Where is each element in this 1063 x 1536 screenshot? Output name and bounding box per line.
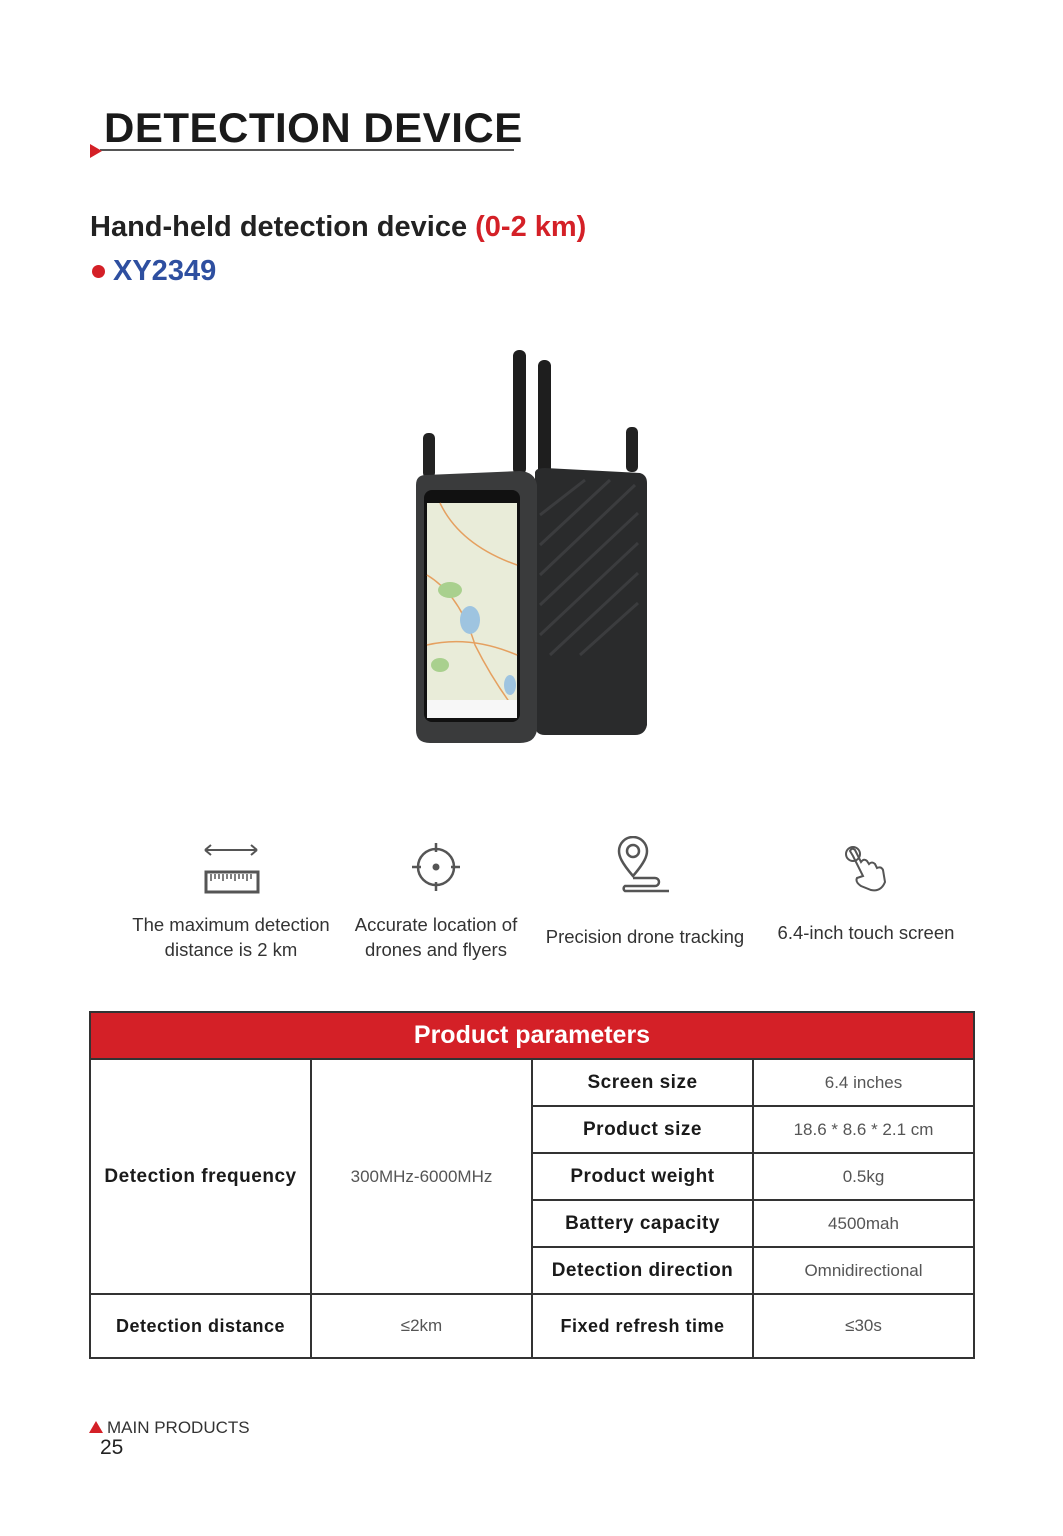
param-value: 6.4 inches xyxy=(752,1058,975,1107)
device-image xyxy=(416,350,647,743)
table-row: Detection frequency 300MHz-6000MHz Scree… xyxy=(89,1058,975,1295)
ruler-distance-icon xyxy=(204,844,260,894)
page-title: DETECTION DEVICE xyxy=(104,104,523,151)
param-value: Omnidirectional xyxy=(752,1246,975,1295)
param-value: ≤2km xyxy=(310,1293,533,1359)
footer-section: MAIN PRODUCTS xyxy=(107,1418,250,1437)
param-value: 18.6 * 8.6 * 2.1 cm xyxy=(752,1105,975,1154)
page-number: 25 xyxy=(100,1436,124,1459)
param-value: 300MHz-6000MHz xyxy=(310,1058,533,1295)
table-row: Detection direction Omnidirectional xyxy=(90,1246,975,1295)
touch-hand-icon xyxy=(845,846,887,892)
table-row: Battery capacity 4500mah xyxy=(90,1199,975,1248)
table-row: Product size 18.6 * 8.6 * 2.1 cm xyxy=(90,1105,975,1154)
subtitle-text: Hand-held detection device xyxy=(90,211,476,243)
param-label: Battery capacity xyxy=(531,1199,754,1248)
product-model: XY2349 xyxy=(113,255,217,287)
param-value: 0.5kg xyxy=(752,1152,975,1201)
bullet-icon xyxy=(92,265,105,278)
param-label: Detection distance xyxy=(89,1293,312,1359)
feature-text: The maximum detection distance is 2 km xyxy=(132,914,330,960)
feature-max-distance: The maximum detection distance is 2 km xyxy=(121,838,341,962)
param-label: Detection direction xyxy=(531,1246,754,1295)
param-value: ≤30s xyxy=(752,1293,975,1359)
feature-accurate-location: Accurate location of drones and flyers xyxy=(326,840,546,962)
param-label: Product weight xyxy=(531,1152,754,1201)
product-subtitle: Hand-held detection device (0-2 km) xyxy=(90,211,586,244)
feature-text: Accurate location of drones and flyers xyxy=(354,914,518,960)
location-pin-track-icon xyxy=(617,836,669,893)
param-label: Screen size xyxy=(531,1058,754,1107)
table-row: Detection distance ≤2km Fixed refresh ti… xyxy=(89,1293,975,1359)
feature-text: 6.4-inch touch screen xyxy=(777,922,955,943)
title-arrow-icon xyxy=(90,144,102,158)
table-title: Product parameters xyxy=(89,1011,975,1060)
feature-precision-tracking: Precision drone tracking xyxy=(535,836,755,949)
product-parameters-table: Product parameters Detection frequency 3… xyxy=(89,1011,975,1359)
crosshair-icon xyxy=(412,843,460,891)
feature-touch-screen: 6.4-inch touch screen xyxy=(756,842,976,945)
range-text: (0-2 km) xyxy=(475,211,587,243)
triangle-icon xyxy=(89,1421,103,1433)
param-label: Fixed refresh time xyxy=(531,1293,754,1359)
param-label: Product size xyxy=(531,1105,754,1154)
table-row: Product weight 0.5kg xyxy=(90,1152,975,1201)
param-value: 4500mah xyxy=(752,1199,975,1248)
param-label: Detection frequency xyxy=(89,1058,312,1295)
feature-text: Precision drone tracking xyxy=(545,926,745,947)
title-underline xyxy=(100,149,514,151)
